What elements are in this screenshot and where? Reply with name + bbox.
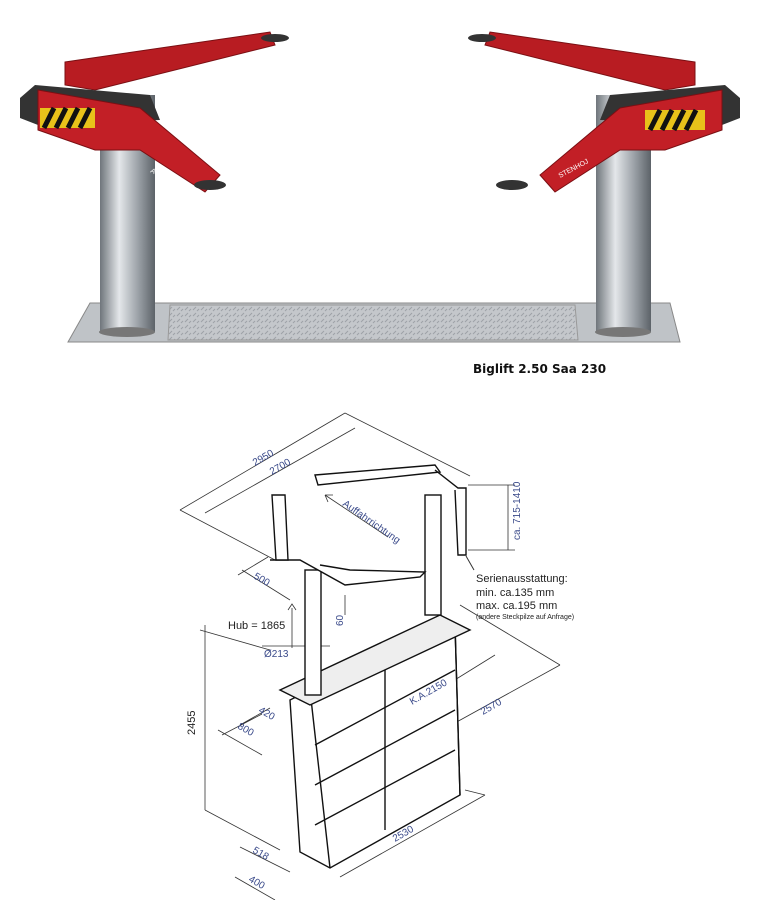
- right-column-drawing: [424, 494, 442, 616]
- left-column-drawing: [304, 569, 322, 696]
- technical-drawing: 2950 2700 Auffahrrichtung ca. 715-1410 5…: [179, 412, 574, 900]
- dim-2455: 2455: [186, 711, 198, 735]
- right-lift-arms: STENHOJ: [468, 31, 740, 193]
- dimension-lines: [179, 412, 561, 900]
- dim-2570: 2570: [479, 697, 504, 718]
- dim-60: 60: [335, 614, 346, 626]
- note-small: (andere Steckpilze auf Anfrage): [476, 614, 574, 621]
- dim-diameter: Ø213: [264, 649, 289, 660]
- dim-height-range: ca. 715-1410: [512, 481, 523, 540]
- note-title: Serienausstattung:: [476, 573, 568, 585]
- lift-structure: [270, 464, 472, 869]
- left-lift-arms: AUTOP STENHOJ: [20, 31, 289, 201]
- standard-equipment-note: Serienausstattung: min. ca.135 mm max. c…: [465, 555, 574, 621]
- base-plate: [67, 302, 681, 343]
- note-max: max. ca.195 mm: [476, 600, 557, 612]
- dim-420: 420: [257, 705, 277, 723]
- dim-2700: 2700: [268, 457, 293, 478]
- hub-label: Hub = 1865: [228, 620, 285, 632]
- dim-400: 400: [247, 874, 267, 892]
- dim-800: 800: [236, 721, 256, 739]
- product-caption: Biglift 2.50 Saa 230: [473, 362, 607, 376]
- direction-label: Auffahrrichtung: [340, 498, 402, 546]
- product-photo: AUTOP STENHOJ STENHOJ: [20, 31, 740, 343]
- note-min: min. ca.135 mm: [476, 587, 554, 599]
